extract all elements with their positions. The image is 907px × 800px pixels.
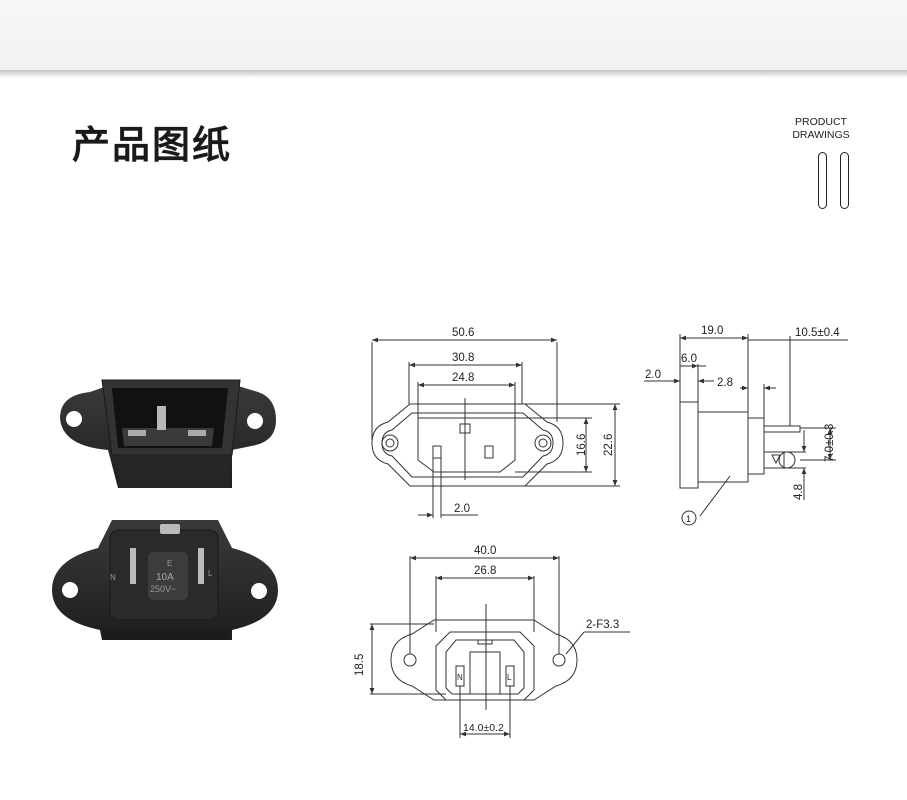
- top-banner: [0, 0, 907, 78]
- rear-terminal-n: [130, 548, 136, 584]
- callout-number: 1: [686, 514, 691, 524]
- dim-terminal-length: 10.5±0.4: [795, 327, 840, 339]
- badge-line-2: DRAWINGS: [792, 129, 850, 141]
- cutout-earth-slot: [477, 639, 493, 645]
- rear-terminal-e: [160, 524, 180, 534]
- dim-cutout-height: 18.5: [354, 654, 366, 676]
- dim-terminal-height: 7.0±0.3: [824, 424, 836, 462]
- badge-bar-right: [840, 152, 849, 209]
- mount-hole-right: [247, 413, 263, 429]
- neutral-pin: [128, 430, 146, 436]
- dim-hole-pitch: 40.0: [474, 545, 496, 557]
- dim-pin-width: 2.0: [454, 503, 470, 515]
- dim-cutout-width: 26.8: [474, 565, 496, 577]
- product-photo-rear: N L E 10A 250V~: [52, 520, 278, 640]
- dim-opening-height: 16.6: [576, 434, 588, 456]
- rear-mount-hole-left: [62, 582, 78, 598]
- rear-label-n: N: [110, 573, 116, 582]
- live-pin: [188, 430, 206, 436]
- dim-mount-holes: 2-F3.3: [586, 619, 619, 631]
- dim-overall-width: 50.6: [452, 327, 474, 339]
- front-view-dimensions: 50.6 30.8 24.8 2.0 16.6 22.6: [452, 327, 615, 515]
- cutout-label-l: L: [507, 673, 512, 682]
- badge-line-1: PRODUCT: [795, 116, 847, 128]
- rear-label-l: L: [208, 569, 213, 578]
- dim-flange-thickness: 2.0: [645, 369, 661, 381]
- dim-terminal-offset: 2.8: [717, 377, 733, 389]
- dim-terminal-width: 4.8: [793, 484, 805, 500]
- side-view-drawing: [644, 334, 848, 526]
- rear-terminal-l: [198, 548, 204, 584]
- rear-voltage-text: 250V~: [150, 584, 176, 594]
- page-title: 产品图纸: [72, 123, 233, 167]
- product-drawings-badge: PRODUCT DRAWINGS: [788, 116, 854, 142]
- rear-mount-hole-right: [251, 583, 267, 599]
- earth-pin: [157, 406, 166, 430]
- dim-body-width: 30.8: [452, 352, 474, 364]
- rear-rating-text: 10A: [156, 572, 174, 583]
- cutout-view-drawing: [369, 555, 630, 738]
- dim-body-height: 22.6: [603, 434, 615, 456]
- mount-hole-left: [66, 411, 82, 427]
- rear-label-e: E: [167, 559, 172, 568]
- dim-pin-pitch: 14.0±0.2: [463, 722, 504, 734]
- dim-opening-width: 24.8: [452, 372, 474, 384]
- product-photo-front: [60, 379, 276, 488]
- cutout-label-n: N: [457, 673, 463, 682]
- dim-flange-offset: 6.0: [681, 353, 697, 365]
- cutout-view-dimensions: 40.0 26.8 2-F3.3 18.5 14.0±0.2 N L: [354, 545, 619, 734]
- badge-bar-left: [818, 152, 827, 209]
- front-view-drawing: [371, 337, 620, 518]
- dim-depth: 19.0: [701, 325, 723, 337]
- side-view-dimensions: 19.0 10.5±0.4 6.0 2.0 2.8 7.0±0.3 4.8 1: [645, 325, 840, 524]
